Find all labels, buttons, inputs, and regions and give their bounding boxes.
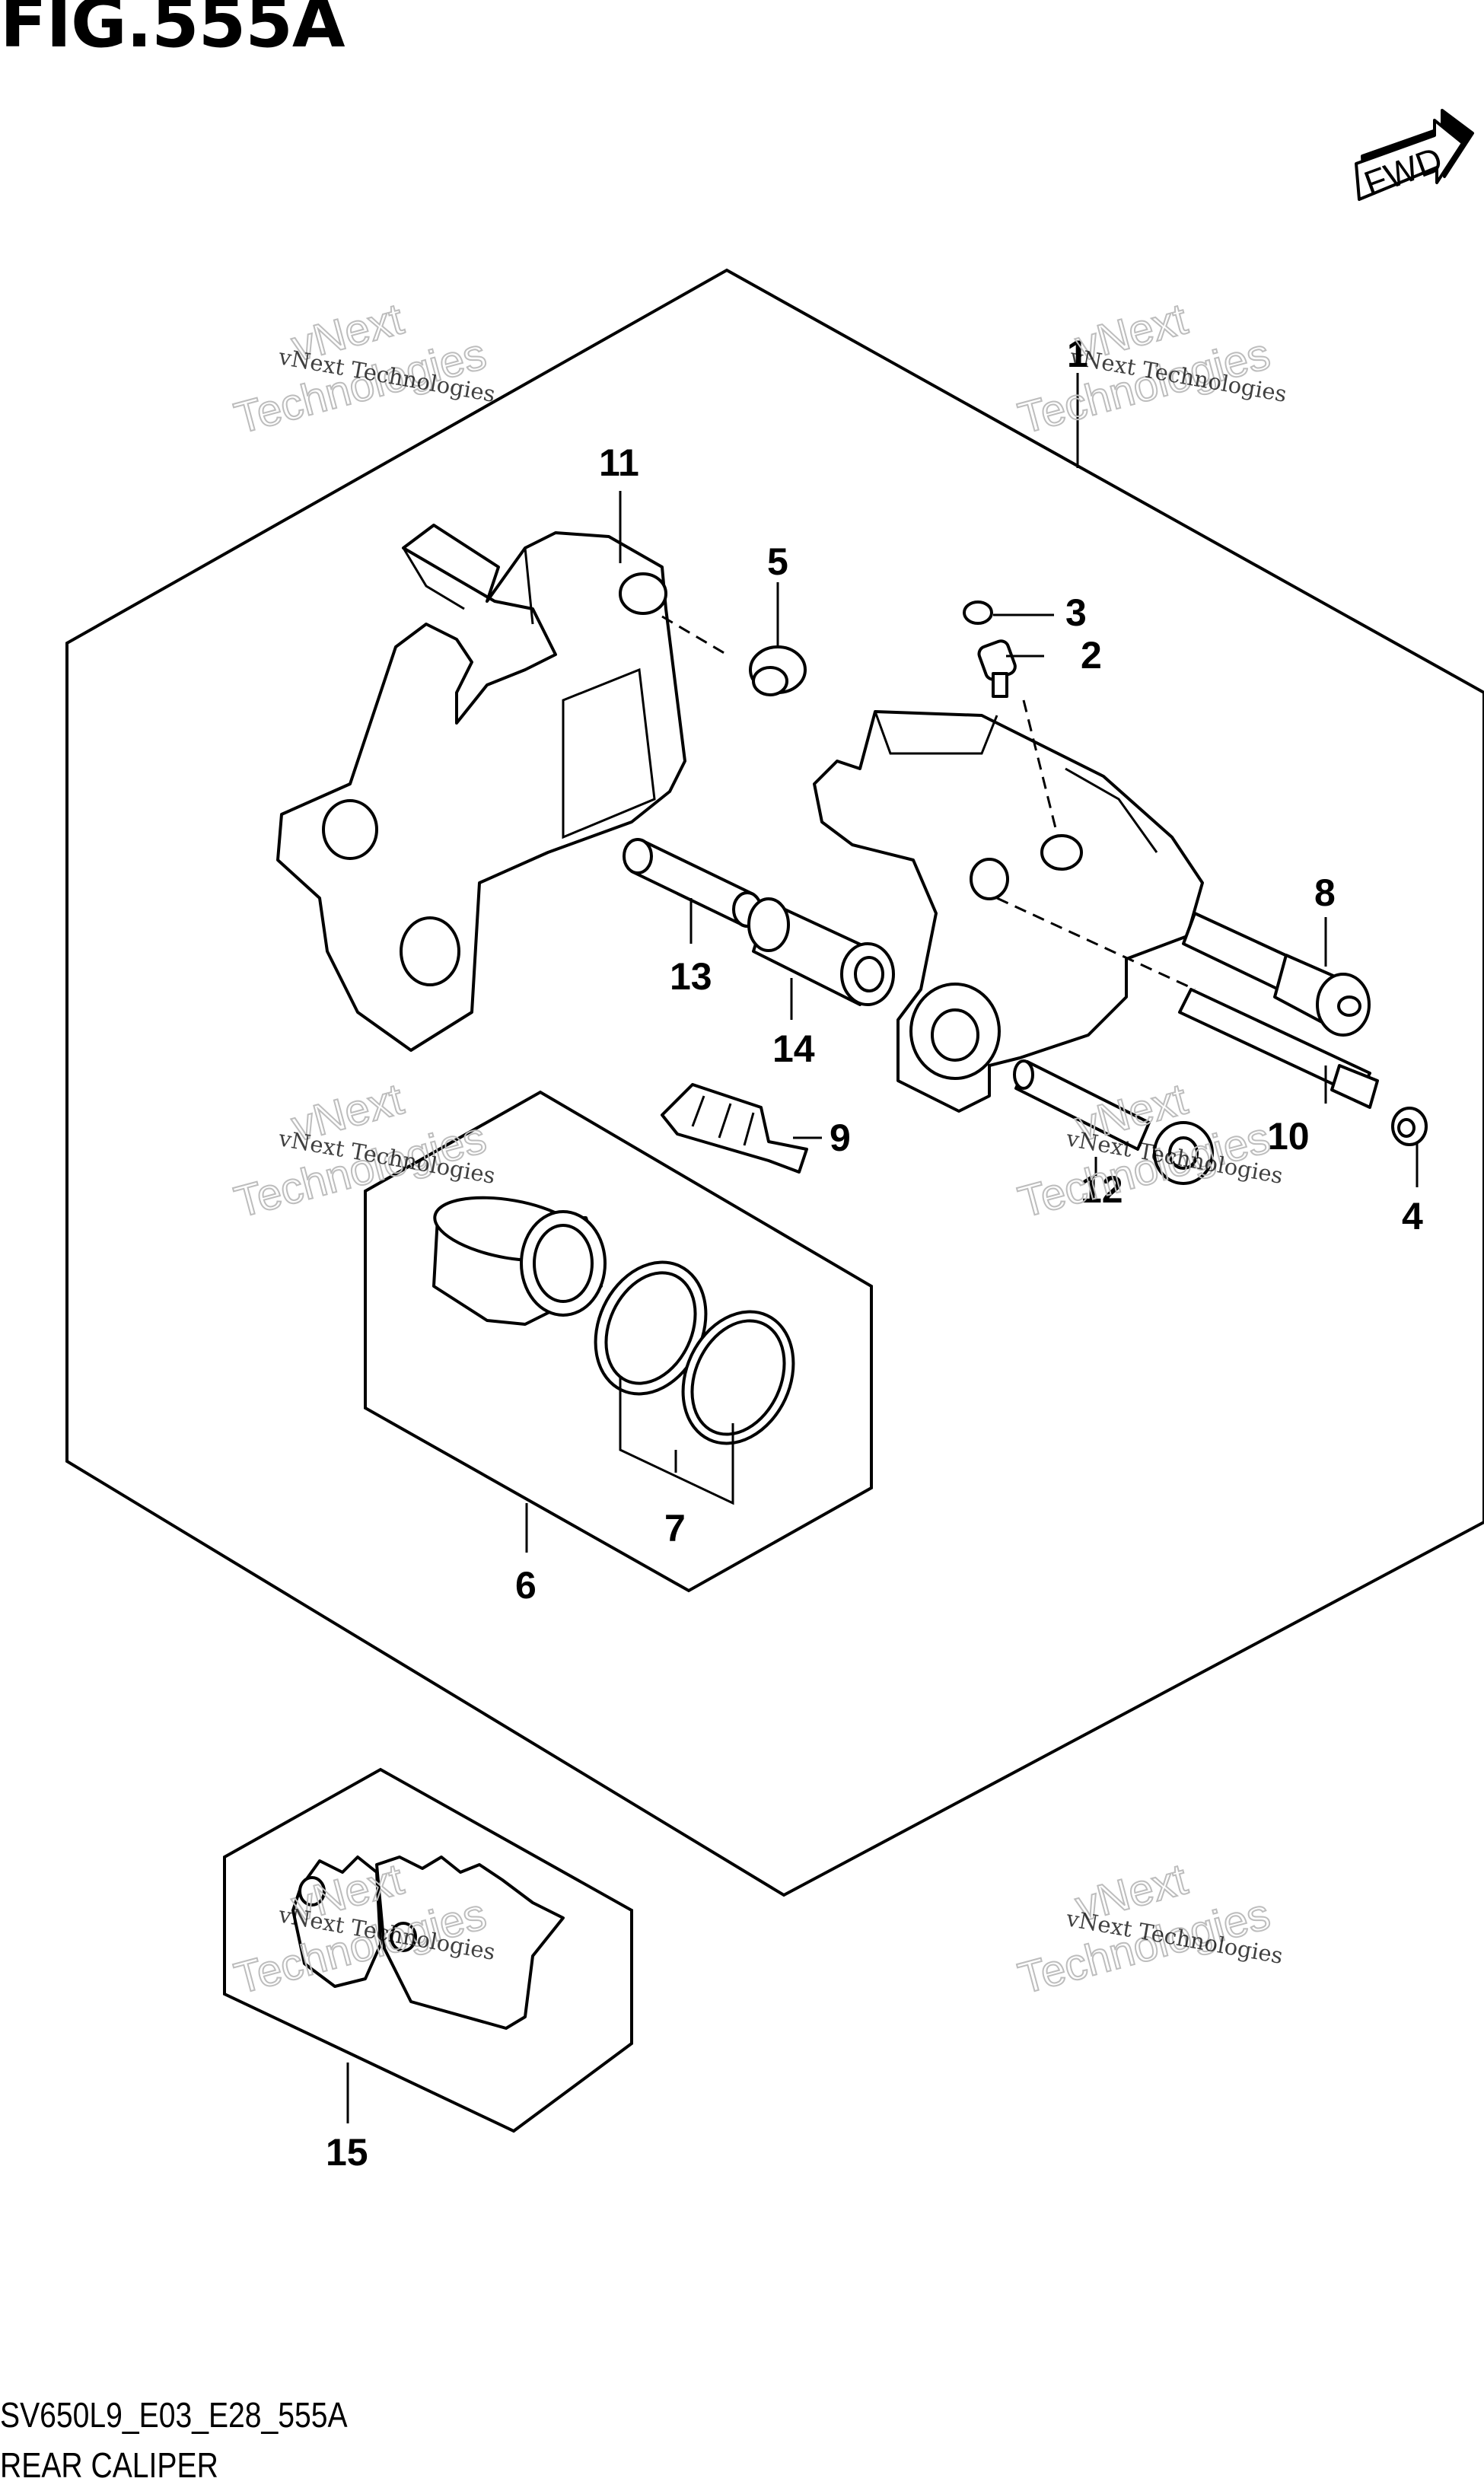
callout-2: 2 [1081,634,1102,677]
callout-4: 4 [1402,1195,1423,1238]
callout-12: 12 [1081,1168,1123,1211]
piston [432,1196,607,1326]
watermark-bottom-right: vNext Technologies vNext Technologies [1013,1853,1285,2004]
caliper-bracket-bolt [1013,1059,1214,1185]
pad-pin [1178,988,1379,1109]
callout-3: 3 [1065,591,1087,634]
callout-14: 14 [772,1027,815,1070]
caliper-pin-bolt [1182,912,1371,1037]
figure-title: FIG.555A [0,0,346,63]
callout-6: 6 [515,1564,537,1607]
caliper-assembly-frame [65,268,1484,1897]
bleeder-cap [963,600,993,625]
callout-1: 1 [1067,333,1088,375]
brake-pad-set [291,1856,565,2030]
pad-spring [661,1083,808,1174]
piston-seal-kit [594,1260,795,1445]
piston-kit-frame [364,1090,873,1593]
watermark-top-right: vNext Technologies vNext Technologies [1013,293,1289,444]
callout-15: 15 [326,2131,368,2174]
sleeve-boot [747,897,895,1006]
figure-name: REAR CALIPER [0,2445,218,2485]
caliper-body [813,710,1204,1113]
bleeder-valve [977,639,1017,698]
callout-10: 10 [1267,1115,1310,1158]
figure-code: SV650L9_E03_E28_555A [0,2395,348,2435]
callout-7: 7 [664,1507,686,1550]
fwd-arrow-icon: FWD [1355,109,1474,203]
callout-labels: 1 2 3 4 5 6 7 8 9 10 11 12 13 14 15 [326,333,1423,2174]
boot [749,645,807,696]
pad-pin-plug [1391,1107,1428,1146]
sleeve [623,838,763,928]
callout-11: 11 [599,441,639,484]
callout-13: 13 [670,955,712,998]
leader-lines [346,373,1419,2123]
callout-8: 8 [1314,871,1336,914]
caliper-bracket [276,524,686,1052]
brake-pad-kit-frame [223,1767,633,2133]
callout-5: 5 [767,540,788,583]
callout-9: 9 [830,1116,851,1159]
